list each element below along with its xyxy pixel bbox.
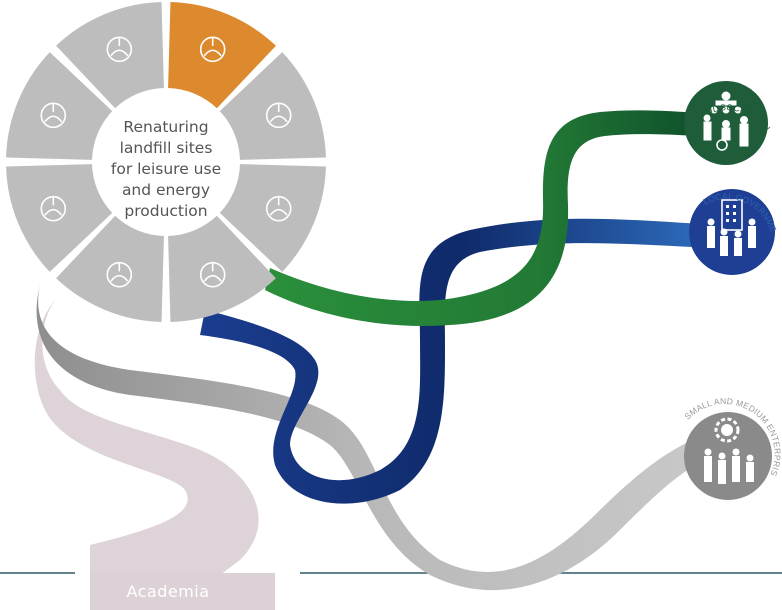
fish-plant-icon	[199, 261, 226, 288]
wheel-segment	[219, 52, 326, 160]
wheel-segment	[56, 2, 164, 109]
center-line-4: and energy	[122, 181, 210, 199]
local-government-circle	[689, 189, 775, 275]
wheel-segment	[56, 215, 164, 322]
bread-leaf-icon	[265, 102, 292, 129]
sun-plant-icon	[199, 36, 226, 63]
center-line-2: landfill sites	[120, 139, 213, 157]
wheel-segment	[6, 164, 113, 272]
gear-people-icon	[704, 417, 754, 484]
center-line-5: production	[124, 202, 207, 220]
wheelbarrow-icon	[265, 195, 292, 222]
wheel-center	[98, 94, 234, 230]
bee-icon	[106, 36, 133, 63]
academia-label: Academia	[126, 582, 209, 601]
wheel-segment	[168, 215, 276, 322]
wheel-segment	[219, 164, 326, 272]
academia-ribbon	[34, 300, 259, 575]
wheel	[6, 2, 326, 322]
trees-icon	[40, 195, 67, 222]
factory-sun-icon	[106, 261, 133, 288]
government-ribbon	[200, 218, 720, 504]
center-line-3: for leisure use	[111, 160, 221, 178]
center-line-1: Renaturing	[123, 118, 208, 136]
people-network-icon	[703, 91, 749, 151]
civil-society-ribbon	[265, 110, 720, 326]
center-text: Renaturing landfill sites for leisure us…	[111, 118, 221, 220]
gavel-document-icon	[40, 102, 67, 129]
academia-label-bg	[90, 573, 275, 610]
wheel-segment	[6, 52, 113, 160]
building-people-icon	[707, 199, 756, 256]
wheel-segment	[168, 2, 276, 109]
